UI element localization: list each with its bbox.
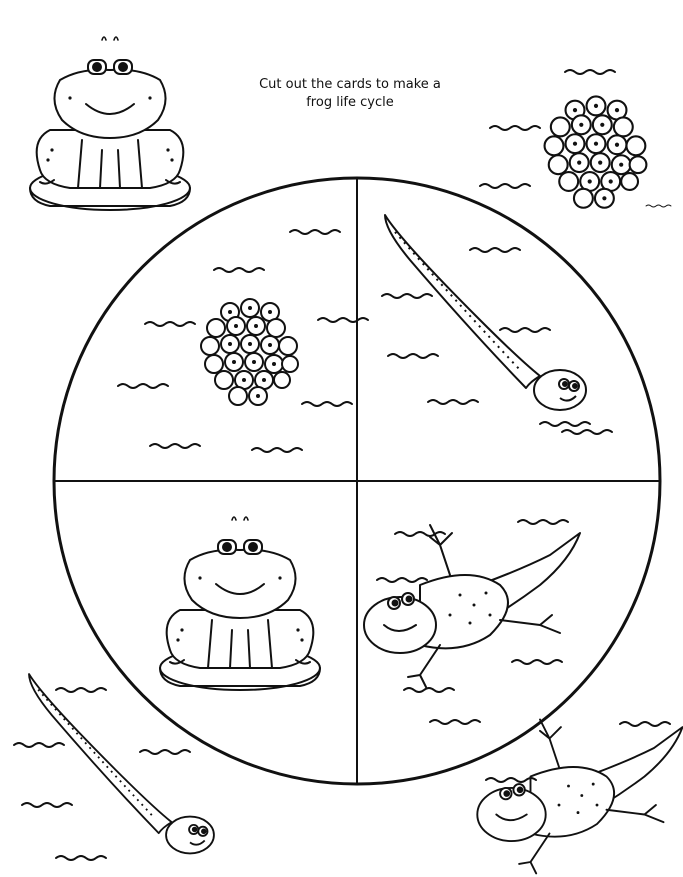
life-cycle-wheel [54,178,660,784]
card-frog [30,37,190,210]
frog-on-lily-pad-icon [30,37,190,210]
card-frogspawn [480,70,671,208]
frogspawn-icon [545,96,647,207]
